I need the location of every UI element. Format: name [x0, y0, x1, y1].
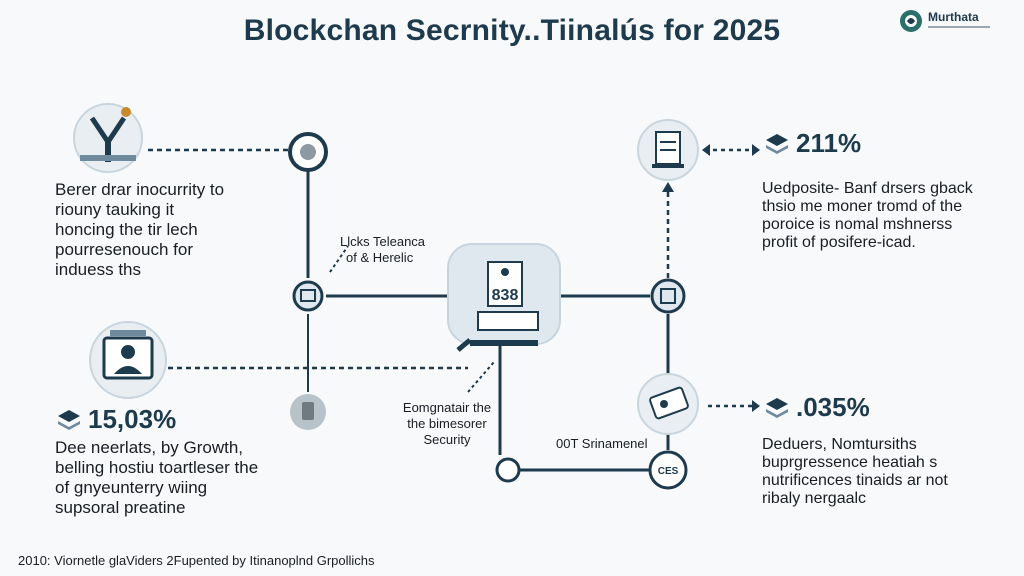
center-top-label-line: Llcks Teleanca	[340, 234, 426, 249]
right-top-line: profit of posifere-icad.	[762, 234, 916, 251]
left-top-line: pourresenouch for	[55, 240, 193, 259]
left-bottom-line: of gnyeunterry wiing	[55, 478, 208, 497]
left-bottom-stat-value: 15,03%	[88, 404, 177, 434]
right-top-stat: 211%	[764, 128, 861, 159]
node-right-mid-glyph	[660, 288, 676, 304]
left-top-line: riouny tauking it	[55, 200, 175, 219]
arrow-right-top-tail	[702, 144, 710, 156]
card-device-icon	[637, 373, 699, 435]
node-bottom-right	[648, 450, 688, 490]
node-bottom-center	[495, 457, 521, 483]
left-top-line: honcing the tir lech	[55, 220, 198, 239]
center-bottom-label-line: Security	[423, 432, 471, 447]
left-top-line: Berer drar inocurrity to	[55, 180, 225, 199]
right-top-line: Uedposite- Banf drsers gback	[762, 180, 973, 197]
left-bottom-line: supsoral preatine	[55, 498, 186, 517]
left-bottom-stat: 15,03%	[56, 404, 176, 435]
tree-network-icon	[73, 103, 143, 173]
right-bottom-line: buprgressence heatiah s	[762, 454, 938, 471]
center-top-label: Llcks Teleanca of & Herelic	[340, 234, 425, 266]
right-bottom-line: nutrificences tinaids ar not	[762, 472, 948, 489]
node-mid-left	[292, 280, 324, 312]
logo-name: Murthata	[928, 10, 979, 24]
right-bottom-line: Deduers, Nomtursiths	[762, 436, 917, 453]
left-top-description: Berer drar inocurrity to riouny tauking …	[55, 180, 224, 280]
arrow-up-tip	[662, 182, 674, 192]
arrow-right-bottom-tip	[752, 400, 760, 412]
bottom-mid-label: 00T Srinamenel	[556, 436, 648, 451]
node-right-mid	[650, 278, 686, 314]
diagonal-arrows	[329, 245, 495, 393]
center-bottom-label: Eomgnatair the the bimesorer Security	[392, 400, 502, 448]
monitor-user-icon	[89, 321, 167, 399]
bottom-node-text: CES	[658, 466, 679, 477]
left-top-line: induess ths	[55, 260, 141, 279]
right-top-line: thsio me moner tromd of the	[762, 198, 963, 215]
footer-credit: 2010: Viornetle glaViders 2Fupented by I…	[18, 553, 375, 568]
layers-icon	[766, 397, 788, 418]
center-server-node	[447, 243, 561, 346]
arrow-right-top-tip	[752, 144, 760, 156]
logo-icon	[900, 10, 922, 32]
logo-underline	[928, 26, 990, 28]
right-bottom-line: ribaly nergaalc	[762, 490, 867, 507]
node-mid-left-glyph	[300, 289, 316, 302]
center-bottom-label-line: the bimesorer	[407, 416, 487, 431]
document-icon	[637, 119, 699, 181]
center-bottom-label-line: Eomgnatair the	[402, 400, 492, 415]
layers-icon	[58, 409, 80, 430]
right-top-description: Uedposite- Banf drsers gback thsio me mo…	[762, 180, 973, 252]
left-bottom-line: belling hostiu toartleser the	[55, 458, 259, 477]
node-top-left-core	[300, 144, 316, 160]
center-top-label-line: of & Herelic	[346, 250, 414, 265]
arrow-heads	[662, 144, 760, 412]
left-bottom-description: Dee neerlats, by Growth, belling hostiu …	[55, 438, 258, 518]
right-top-line: poroice is nomal mshnerss	[762, 216, 953, 233]
brand-logo: Murthata	[898, 6, 1018, 34]
page-title: Blockchan Secrnity..Tiinalús for 2025	[243, 14, 781, 47]
right-bottom-description: Deduers, Nomtursiths buprgressence heati…	[762, 436, 948, 508]
layers-icon	[766, 133, 788, 154]
node-bottom-left-glyph	[302, 402, 314, 420]
right-bottom-stat: .035%	[764, 392, 870, 423]
center-node-text: 838	[492, 287, 519, 304]
left-bottom-line: Dee neerlats, by Growth,	[55, 438, 244, 457]
right-bottom-stat-value: .035%	[796, 392, 870, 422]
right-top-stat-value: 211%	[796, 128, 862, 158]
